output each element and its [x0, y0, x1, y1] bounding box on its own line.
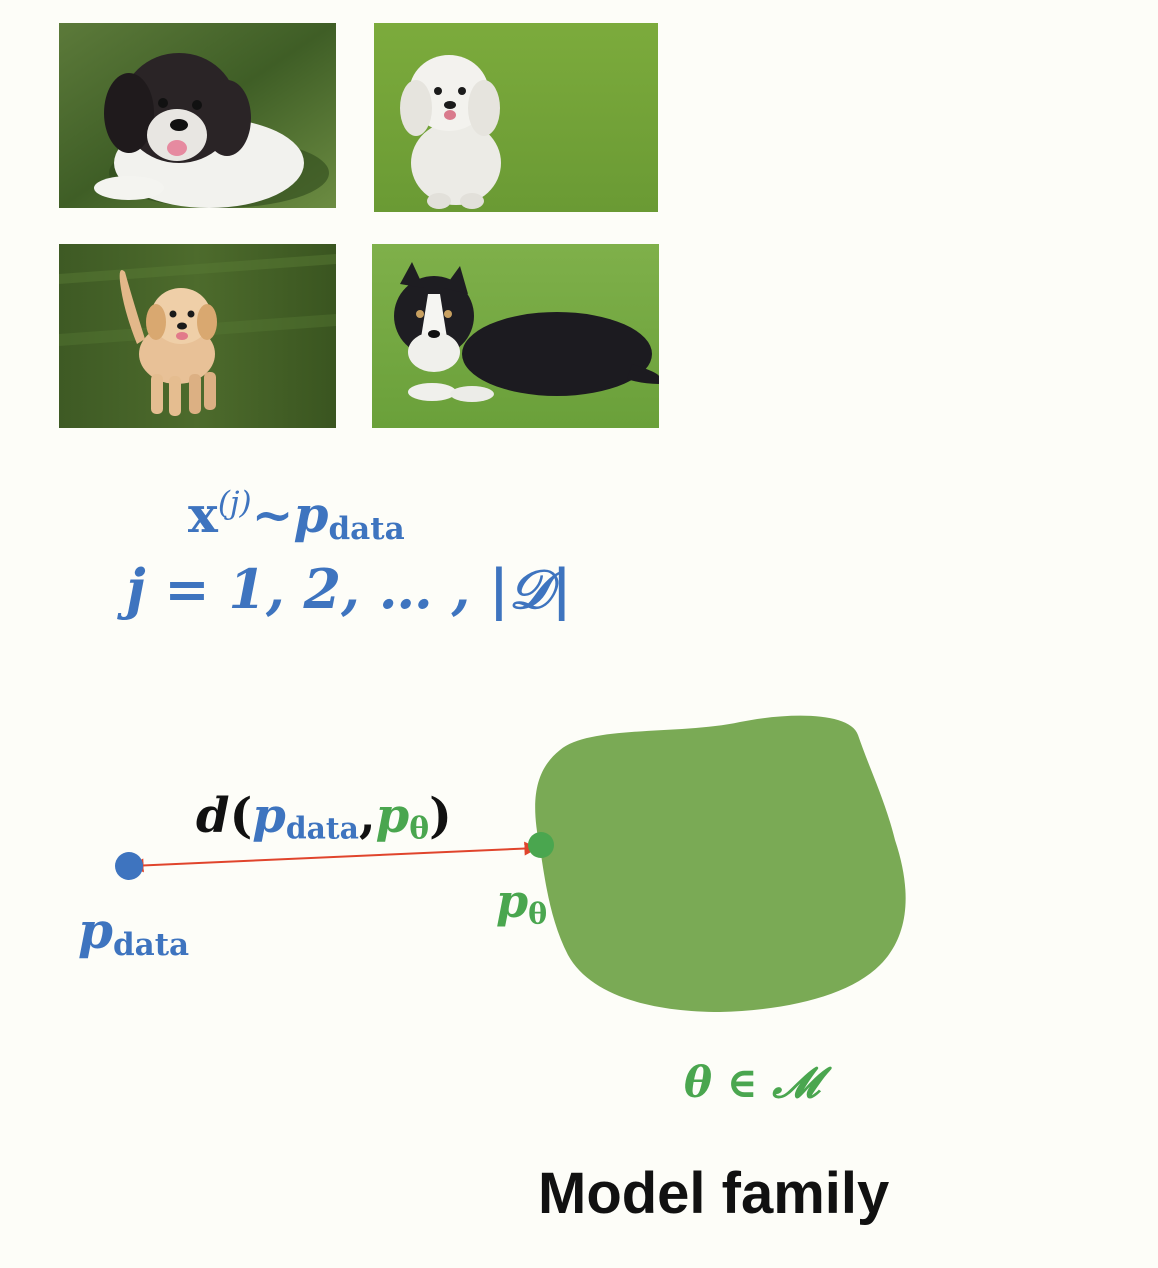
- distance-p-theta: p: [375, 788, 410, 844]
- sample-formula: x(j)~pdata: [188, 488, 405, 545]
- sample-index-sup: (j): [217, 485, 252, 521]
- sample-tilde: ~: [251, 485, 294, 545]
- model-family-region: [535, 715, 906, 1012]
- sample-var: x: [188, 485, 218, 545]
- sample-index-range: j = 1, 2, … , |𝒟|: [126, 557, 572, 621]
- distance-comma: ,: [358, 788, 376, 844]
- distance-open-paren: (: [229, 788, 253, 844]
- distance-label: d(pdata,pθ): [196, 792, 452, 844]
- distance-p-data: p: [252, 788, 286, 844]
- distance-d: d: [196, 788, 230, 844]
- model-family-caption: Model family: [538, 1161, 890, 1226]
- ptheta-point: [528, 832, 554, 858]
- parameter-set-label: θ ∈ 𝓜: [684, 1058, 820, 1107]
- pdata-point: [115, 852, 143, 880]
- border-collie-photo: [372, 244, 659, 428]
- ptheta-p: p: [496, 874, 529, 928]
- pdata-label: pdata: [78, 906, 189, 961]
- pdata-sub: data: [112, 926, 190, 963]
- distance-p-data-sub: data: [285, 811, 359, 847]
- distance-arrow: [129, 841, 539, 873]
- distance-close-paren: ): [429, 788, 452, 844]
- distance-p-theta-sub: θ: [409, 811, 430, 847]
- puppy-photo-1: [59, 23, 336, 208]
- pdata-p: p: [78, 901, 113, 960]
- ptheta-sub: θ: [528, 896, 548, 931]
- sample-p: p: [293, 485, 329, 545]
- poodle-photo: [374, 23, 658, 212]
- doodle-puppy-photo: [59, 244, 336, 428]
- ptheta-label: pθ: [496, 878, 547, 928]
- sample-p-sub: data: [328, 511, 405, 548]
